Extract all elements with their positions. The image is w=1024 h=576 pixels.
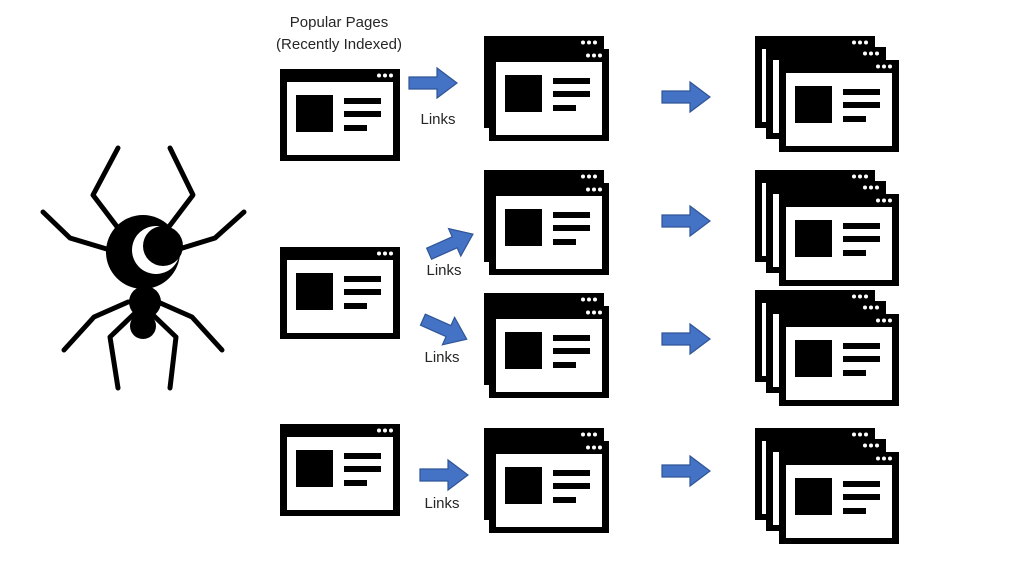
right-arrow-icon: [419, 459, 469, 491]
popular-page-2: [280, 247, 400, 339]
linked-pages-4: [484, 428, 609, 533]
spider-icon: [40, 145, 247, 391]
right-arrow-icon: [408, 67, 458, 99]
linked-pages-3: [484, 293, 609, 398]
page-stack-4: [755, 428, 899, 544]
right-arrow-icon: [422, 219, 480, 269]
title-line-2: (Recently Indexed): [276, 36, 402, 53]
right-arrow-icon: [661, 81, 711, 113]
page-stack-3: [755, 290, 899, 406]
links-label-1: Links: [420, 111, 456, 128]
right-arrow-icon: [661, 455, 711, 487]
right-arrow-icon: [661, 323, 711, 355]
links-label-3: Links: [424, 349, 460, 366]
right-arrow-icon: [416, 305, 474, 354]
right-arrow-icon: [661, 205, 711, 237]
links-label-2: Links: [426, 262, 462, 279]
linked-pages-1: [484, 36, 609, 141]
linked-pages-2: [484, 170, 609, 275]
page-stack-1: [755, 36, 899, 152]
page-stack-2: [755, 170, 899, 286]
links-label-4: Links: [424, 495, 460, 512]
title-line-1: Popular Pages: [289, 14, 389, 31]
popular-page-3: [280, 424, 400, 516]
popular-page-1: [280, 69, 400, 161]
